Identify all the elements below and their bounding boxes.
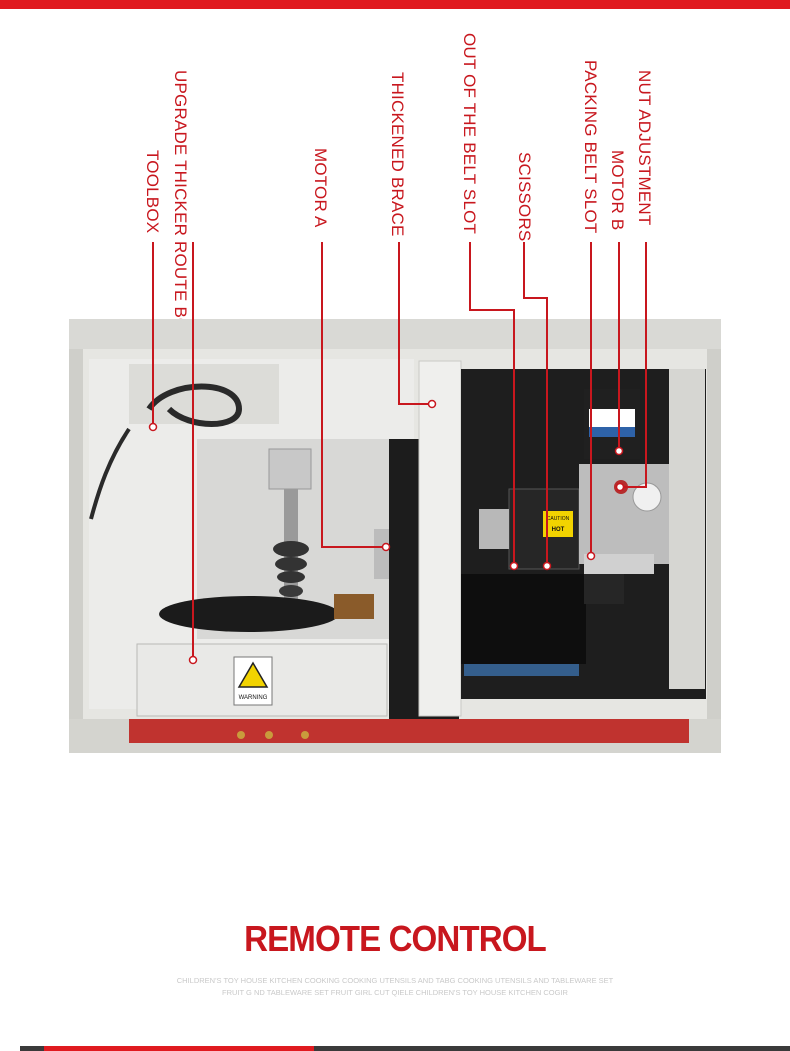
bottom-divider-red bbox=[44, 1046, 314, 1051]
caution-sticker-text: CAUTION bbox=[547, 516, 570, 522]
sub-caption: CHILDREN'S TOY HOUSE KITCHEN COOKING COO… bbox=[176, 976, 614, 997]
label-motor-a: MOTOR A bbox=[311, 148, 330, 228]
machine-interior-photo: WARNING CAUTION HOT bbox=[69, 319, 721, 753]
section-title: REMOTE CONTROL bbox=[244, 918, 547, 959]
label-out-of-belt-slot: OUT OF THE BELT SLOT bbox=[460, 33, 479, 235]
label-scissors: SCISSORS bbox=[515, 152, 534, 242]
label-nut-adjustment: NUT ADJUSTMENT bbox=[635, 70, 654, 226]
label-thickened-brace: THICKENED BRACE bbox=[388, 72, 407, 237]
label-packing-belt-slot: PACKING BELT SLOT bbox=[581, 60, 600, 234]
label-upgrade-route-box: UPGRADE THICKER ROUTE BOX bbox=[171, 70, 190, 343]
label-motor-b: MOTOR B bbox=[608, 150, 627, 231]
top-red-bar bbox=[0, 0, 790, 9]
label-toolbox: TOOLBOX bbox=[143, 150, 162, 234]
hot-sticker-text: HOT bbox=[552, 527, 565, 533]
bottom-divider-dark bbox=[20, 1046, 790, 1051]
warning-sticker-text: WARNING bbox=[239, 695, 268, 701]
